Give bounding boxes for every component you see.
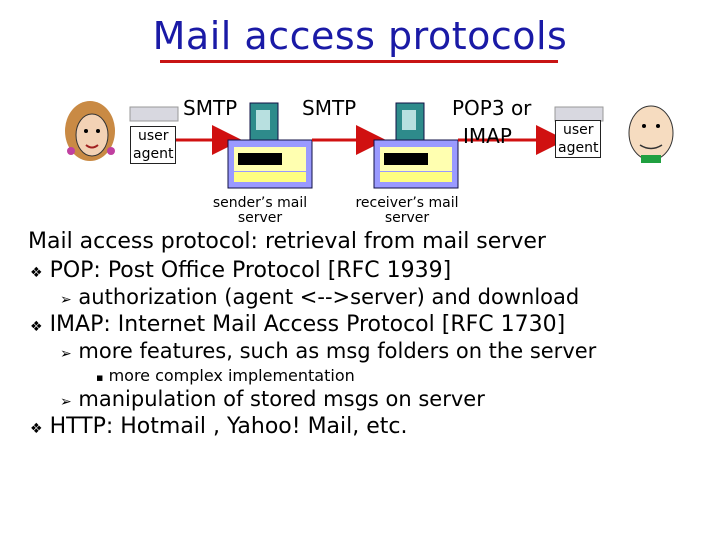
slide-title: Mail access protocols — [152, 14, 568, 58]
bullet-imap-features: ➢ more features, such as msg folders on … — [60, 339, 596, 363]
diamond-bullet-icon: ❖ — [30, 319, 43, 335]
bullet-imap: ❖ IMAP: Internet Mail Access Protocol [R… — [30, 312, 565, 337]
arrow-bullet-icon: ➢ — [60, 292, 72, 308]
imap-label: IMAP — [463, 124, 512, 148]
arrow-bullet-icon: ➢ — [60, 394, 72, 410]
receiver-server-line2: server — [384, 210, 430, 226]
bullet-text: POP: Post Office Protocol [RFC 1939] — [49, 258, 452, 283]
sender-server-line2: server — [237, 210, 283, 226]
diamond-bullet-icon: ❖ — [30, 265, 43, 281]
receiver-person-icon — [628, 105, 674, 163]
smtp-label-2: SMTP — [302, 96, 357, 120]
sender-person-icon — [65, 101, 115, 161]
sender-server-line1: sender’s mail — [212, 195, 308, 211]
bullet-text: authorization (agent <-->server) and dow… — [78, 285, 580, 309]
receiver-server-line1: receiver’s mail — [355, 195, 459, 211]
smtp-label-1: SMTP — [183, 96, 238, 120]
receiver-mail-server-icon — [373, 102, 459, 189]
bullet-pop: ❖ POP: Post Office Protocol [RFC 1939] — [30, 258, 451, 283]
bullet-http: ❖ HTTP: Hotmail , Yahoo! Mail, etc. — [30, 414, 408, 439]
bullet-text: IMAP: Internet Mail Access Protocol [RFC… — [49, 312, 566, 337]
sender-server-label: sender’s mail server — [205, 196, 315, 226]
diagram-graphics — [65, 101, 674, 189]
sender-mail-server-icon — [227, 102, 313, 189]
mail-flow-diagram: SMTP SMTP POP3 or IMAP user agent user a… — [0, 0, 720, 230]
receiver-server-label: receiver’s mail server — [346, 196, 468, 226]
bullet-text: more complex implementation — [108, 366, 355, 385]
left-user-agent-line2: agent — [133, 146, 174, 162]
pop3-label: POP3 or — [452, 96, 532, 120]
left-user-agent-label: user agent — [130, 126, 177, 164]
left-user-agent-icon — [129, 106, 179, 122]
diamond-bullet-icon: ❖ — [30, 421, 43, 437]
square-bullet-icon: ▪ — [96, 371, 104, 384]
bullet-text: manipulation of stored msgs on server — [78, 387, 485, 411]
bullet-text: more features, such as msg folders on th… — [78, 339, 597, 363]
bullet-imap-complex: ▪ more complex implementation — [96, 366, 355, 385]
right-user-agent-label: user agent — [555, 120, 602, 158]
arrow-bullet-icon: ➢ — [60, 346, 72, 362]
bullet-pop-auth: ➢ authorization (agent <-->server) and d… — [60, 285, 579, 309]
left-user-agent-line1: user — [137, 128, 169, 144]
title-underline — [160, 60, 558, 63]
right-user-agent-line2: agent — [558, 140, 599, 156]
right-user-agent-icon — [554, 106, 604, 122]
right-user-agent-line1: user — [562, 122, 594, 138]
bullet-imap-manipulation: ➢ manipulation of stored msgs on server — [60, 387, 485, 411]
bullet-text: HTTP: Hotmail , Yahoo! Mail, etc. — [49, 414, 408, 439]
content-heading: Mail access protocol: retrieval from mai… — [28, 229, 546, 254]
